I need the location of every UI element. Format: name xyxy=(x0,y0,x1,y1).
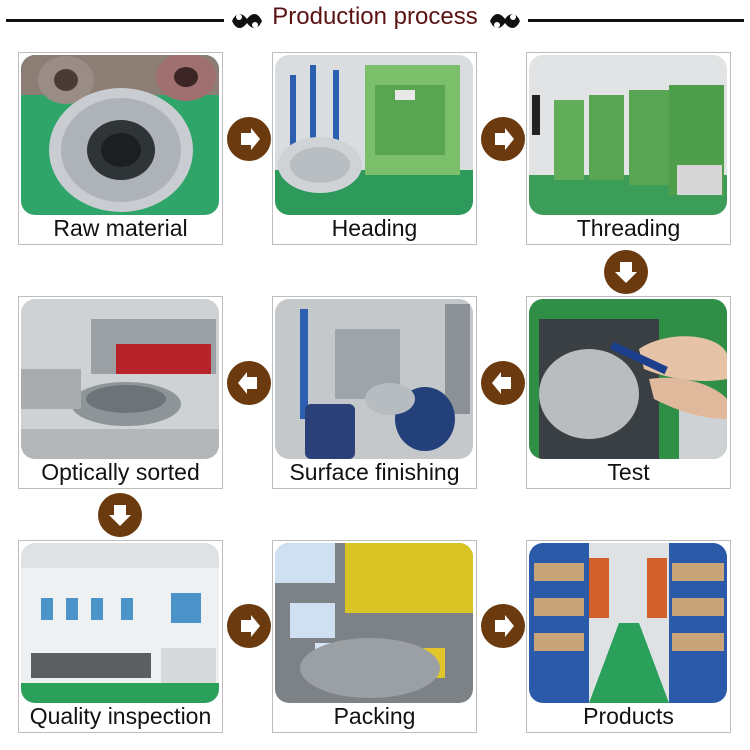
step-card-heading: Heading xyxy=(272,52,477,245)
step-card-packing: Packing xyxy=(272,540,477,733)
products-photo xyxy=(529,543,727,703)
arrow-left-icon xyxy=(227,361,271,405)
header-rule-right xyxy=(528,19,744,22)
arrow-right-icon xyxy=(481,604,525,648)
step-label: Heading xyxy=(331,215,418,241)
header-ornament-left-icon xyxy=(230,8,264,34)
arrow-right-icon xyxy=(481,117,525,161)
surface-finishing-photo xyxy=(275,299,473,459)
raw-material-photo xyxy=(21,55,219,215)
threading-photo xyxy=(529,55,727,215)
step-label: Threading xyxy=(576,215,681,241)
step-card-threading: Threading xyxy=(526,52,731,245)
step-card-products: Products xyxy=(526,540,731,733)
step-label: Optically sorted xyxy=(41,459,200,485)
arrow-right-icon xyxy=(227,117,271,161)
arrow-left-icon xyxy=(481,361,525,405)
step-label: Packing xyxy=(333,703,416,729)
step-card-test: Test xyxy=(526,296,731,489)
quality-inspection-photo xyxy=(21,543,219,703)
optically-sorted-photo xyxy=(21,299,219,459)
step-label: Test xyxy=(607,459,650,485)
header-rule-left xyxy=(6,19,224,22)
arrow-right-icon xyxy=(227,604,271,648)
step-card-optically-sorted: Optically sorted xyxy=(18,296,223,489)
header-ornament-right-icon xyxy=(488,8,522,34)
step-label: Products xyxy=(583,703,674,729)
step-card-surface-finishing: Surface finishing xyxy=(272,296,477,489)
test-photo xyxy=(529,299,727,459)
heading-photo xyxy=(275,55,473,215)
step-card-raw-material: Raw material xyxy=(18,52,223,245)
page-title: Production process xyxy=(272,3,478,30)
step-label: Surface finishing xyxy=(289,459,460,485)
step-card-quality-inspection: Quality inspection xyxy=(18,540,223,733)
packing-photo xyxy=(275,543,473,703)
arrow-down-icon xyxy=(98,493,142,537)
step-label: Raw material xyxy=(53,215,188,241)
step-label: Quality inspection xyxy=(29,703,212,729)
arrow-down-icon xyxy=(604,250,648,294)
